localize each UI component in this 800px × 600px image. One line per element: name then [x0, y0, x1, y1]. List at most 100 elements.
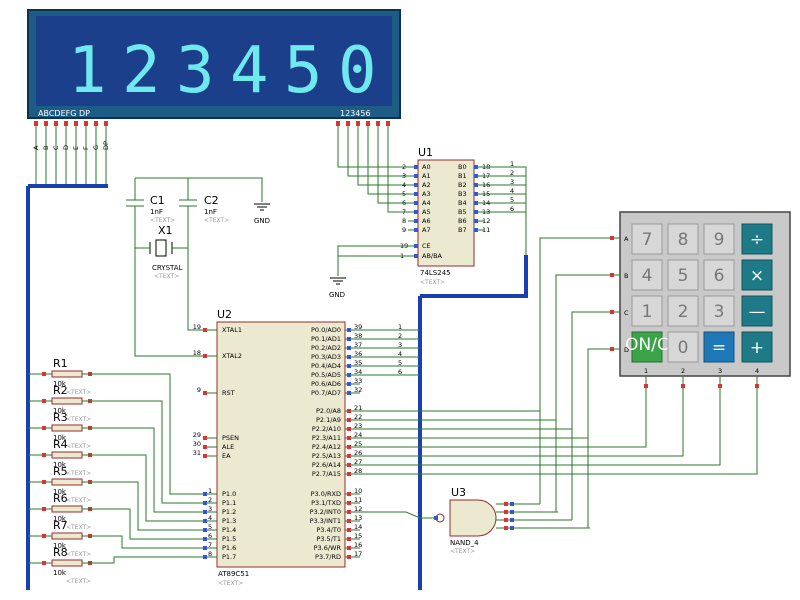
u1-b-net-label: 4 [510, 187, 514, 195]
pin-marker [347, 364, 351, 368]
pin-marker [414, 174, 418, 178]
u2-pin-number: 13 [354, 514, 362, 522]
c2-ref: C2 [204, 194, 219, 207]
resistor-to-p1-wire [82, 400, 203, 504]
u3-nand4[interactable]: U3 NAND_4 <TEXT> [435, 486, 497, 555]
p0-net-label: 5 [398, 359, 402, 367]
x1-crystal[interactable]: X1 CRYSTAL <TEXT> [135, 224, 188, 280]
digit-wire [337, 126, 408, 168]
keypad-key-label: 0 [678, 338, 689, 358]
u1-a-pin-number: 8 [402, 217, 406, 225]
c1-capacitor[interactable]: C1 1nF <TEXT> [126, 178, 175, 240]
u2-pin-number: 27 [354, 458, 362, 466]
u2-pin-number: 28 [354, 467, 362, 475]
display-digit: 3 [176, 34, 215, 108]
u2-pin-label: P0.1/AD1 [311, 335, 341, 343]
pin-marker [203, 454, 207, 458]
keypad-key[interactable]: 6 [703, 259, 735, 291]
pin-marker [681, 384, 685, 388]
u1-b-pin-label: B0 [458, 163, 467, 171]
pin-marker [203, 528, 207, 532]
pin-marker [347, 328, 351, 332]
p2-to-keypad-col [360, 390, 721, 466]
pin-marker [203, 328, 207, 332]
keypad-key[interactable]: 7 [631, 223, 663, 255]
pin-marker [644, 384, 648, 388]
u2-pin-label: P0.4/AD4 [311, 362, 341, 370]
resistor-ref: R8 [53, 546, 68, 559]
keypad-key[interactable]: ON/C [625, 331, 669, 363]
keypad-key[interactable]: = [703, 331, 735, 363]
keypad-key[interactable]: 9 [703, 223, 735, 255]
keypad-key-label: 2 [678, 302, 689, 322]
pin-marker [203, 501, 207, 505]
segment-pin-marker [74, 121, 78, 126]
u2-pin-label: P1.4 [222, 526, 236, 534]
keypad-key[interactable]: 2 [667, 295, 699, 327]
keypad-key[interactable]: 0 [667, 331, 699, 363]
keypad-key-label: ÷ [750, 230, 764, 250]
keypad-key[interactable]: 1 [631, 295, 663, 327]
keypad-key-label: 7 [642, 230, 653, 250]
segment-pin-marker [104, 121, 108, 126]
keypad-key[interactable]: — [741, 295, 773, 327]
keypad-key[interactable]: + [741, 331, 773, 363]
x1-part: CRYSTAL [152, 264, 183, 272]
resistor-value: 10k [53, 380, 67, 388]
u2-pin-label: P2.7/A15 [312, 470, 341, 478]
u1-ctrl-pin-label: CE [422, 242, 431, 250]
p0-net-label: 6 [398, 368, 402, 376]
keypad-row-label: B [624, 272, 628, 280]
keypad-key[interactable]: 4 [631, 259, 663, 291]
keypad-key-label: 4 [642, 266, 653, 286]
u1-b-pin-number: 12 [482, 217, 490, 225]
pin-marker [347, 355, 351, 359]
p2-to-keypad-row [360, 311, 600, 430]
u2-pin-label: P2.4/A12 [312, 443, 341, 451]
pin-marker [203, 510, 207, 514]
keypad-key[interactable]: 5 [667, 259, 699, 291]
keypad-key[interactable]: ÷ [741, 223, 773, 255]
keypad-key[interactable]: 3 [703, 295, 735, 327]
resistor-value: 10k [53, 461, 67, 469]
pin-marker [347, 519, 351, 523]
resistor-text: <TEXT> [66, 470, 91, 477]
pin-marker [414, 210, 418, 214]
keypad-key[interactable]: × [741, 259, 773, 291]
interconnect-wires [360, 237, 758, 529]
p0-net-label: 1 [398, 323, 402, 331]
c2-capacitor[interactable]: C2 1nF <TEXT> [179, 178, 229, 240]
u2-pin-number: 2 [208, 496, 212, 504]
p0-net-label: 2 [398, 332, 402, 340]
pin-marker [203, 436, 207, 440]
keypad-key-label: ON/C [625, 335, 669, 355]
u2-part: AT89C51 [218, 570, 249, 578]
u2-pin-label: P3.6/WR [314, 544, 342, 552]
pin-marker [347, 445, 351, 449]
u2-pin-label: P0.3/AD3 [311, 353, 341, 361]
resistor-value: 10k [53, 407, 67, 415]
resistor-ref: R5 [53, 465, 68, 478]
keypad-key-label: + [750, 338, 764, 358]
u2-pin-label: PSEN [222, 434, 239, 442]
u2-pin-number: 33 [354, 377, 362, 385]
pin-marker [474, 183, 478, 187]
display-digit: 0 [338, 34, 377, 108]
resistor-text: <TEXT> [66, 551, 91, 558]
u2-ref: U2 [217, 308, 232, 321]
pin-marker [474, 228, 478, 232]
keypad-key[interactable]: 8 [667, 223, 699, 255]
